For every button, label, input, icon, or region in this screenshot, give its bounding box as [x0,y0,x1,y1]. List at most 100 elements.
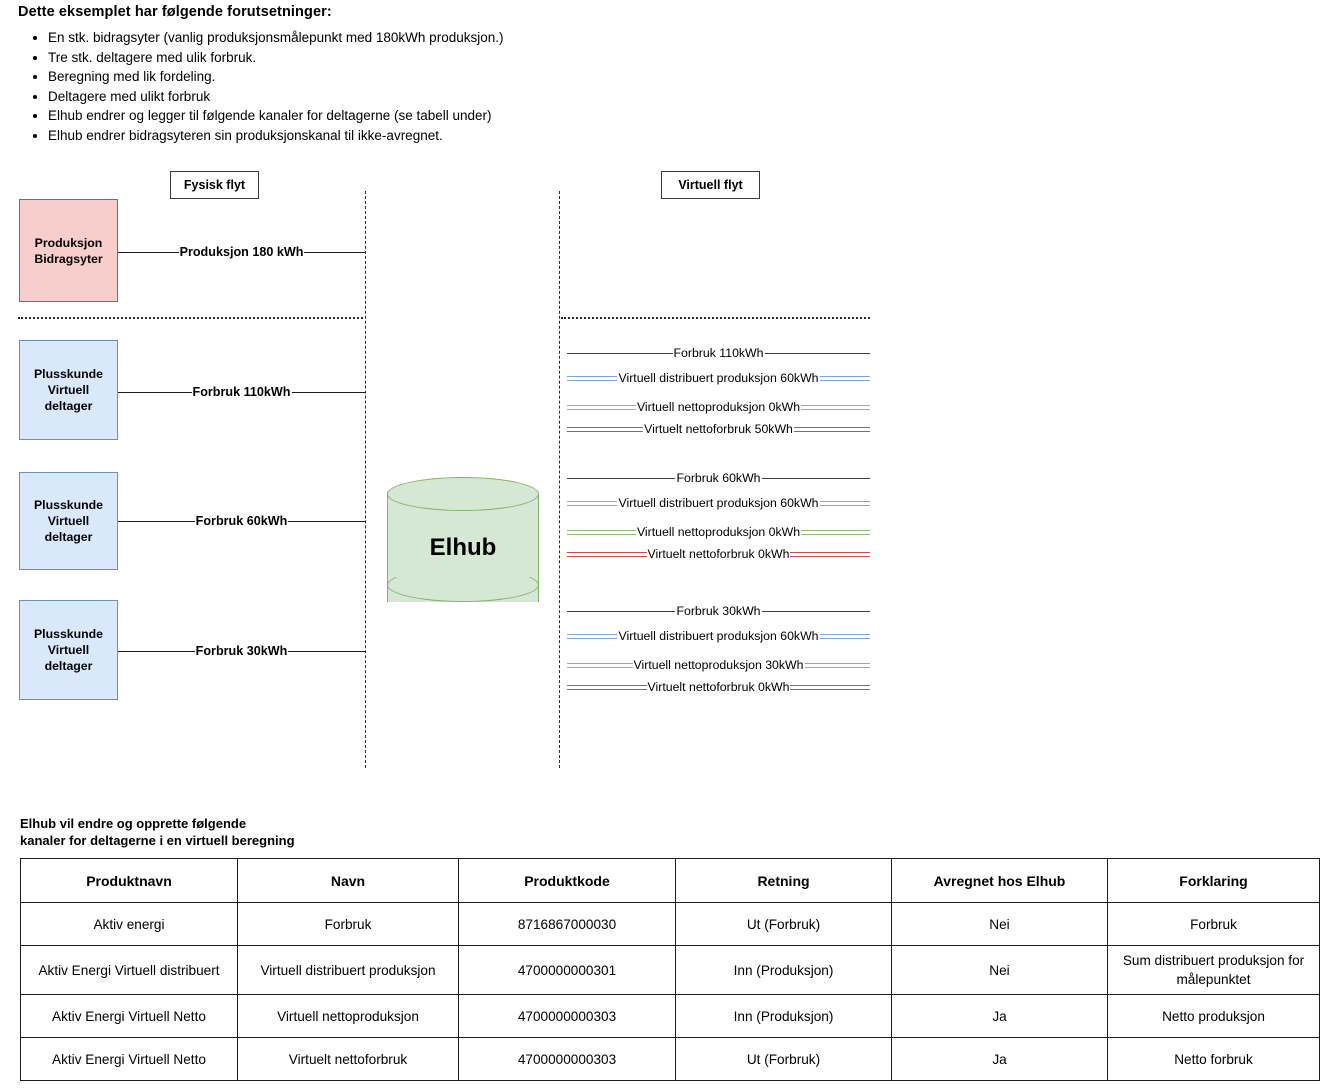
flow-label: Virtuell distribuert produksjon 60kWh [617,495,820,510]
table-header-cell: Avregnet hos Elhub [891,858,1108,903]
table-cell: Virtuell nettoproduksjon [237,994,459,1038]
assumption-item: En stk. bidragsyter (vanlig produksjonsm… [48,28,918,48]
assumption-item: Beregning med lik fordeling. [48,67,918,87]
table-cell: Inn (Produksjon) [675,994,892,1038]
virtual-flow-line: Virtuell nettoproduksjon 0kWh [567,399,871,415]
table-cell: Netto forbruk [1107,1037,1320,1081]
flow-label: Virtuell distribuert produksjon 60kWh [617,628,820,643]
physical-flow-tag: Fysisk flyt [170,171,259,199]
table-cell: 4700000000303 [458,994,676,1038]
producer-consumer-separator-left [18,317,363,319]
flow-label: Virtuell nettoproduksjon 0kWh [635,399,802,414]
virtual-flow-tag: Virtuell flyt [661,171,760,199]
flow-label: Forbruk 30kWh [194,643,289,658]
assumption-item: Elhub endrer bidragsyteren sin produksjo… [48,126,918,146]
flow-line-segment [567,551,647,557]
flow-line-segment [567,426,644,432]
flow-label: Virtuelt nettoforbruk 50kWh [643,421,794,436]
virtual-flow-line: Forbruk 30kWh [567,603,870,619]
flow-line-segment [118,650,195,652]
physical-flow-produksjon: Produksjon 180 kWh [118,243,365,261]
flow-line-segment [291,391,366,393]
flow-line-segment [288,650,366,652]
cylinder-bottom-ellipse [387,568,539,602]
assumption-item: Deltagere med ulikt forbruk [48,87,918,107]
table-cell: Ut (Forbruk) [675,902,892,946]
flow-line-segment [567,610,676,612]
flow-line-segment [567,375,618,381]
flow-label: Forbruk 110kWh [191,384,292,399]
table-cell: Aktiv Energi Virtuell distribuert [20,945,238,995]
flow-label: Forbruk 60kWh [675,470,762,485]
flow-line-segment [761,610,870,612]
flow-label: Virtuell nettoproduksjon 0kWh [635,524,802,539]
table-cell: Inn (Produksjon) [675,945,892,995]
flow-label: Forbruk 60kWh [194,513,289,528]
virtual-flow-line: Virtuell nettoproduksjon 0kWh [567,524,871,540]
table-cell: 8716867000030 [458,902,676,946]
assumptions-section: Dette eksemplet har følgende forutsetnin… [18,4,918,146]
table-cell: Ja [891,1037,1108,1081]
virtual-flow-line: Virtuelt nettoforbruk 50kWh [567,421,870,437]
virtual-flow-line: Forbruk 60kWh [567,470,870,486]
flow-label: Produksjon 180 kWh [178,244,305,259]
physical-flow-forbruk-2: Forbruk 60kWh [118,512,366,530]
table-cell: Forbruk [1107,902,1320,946]
physical-flow-forbruk-1: Forbruk 110kWh [118,383,366,401]
table-cell: Sum distribuert produksjon for målepunkt… [1107,945,1320,995]
flow-line-segment [567,404,636,410]
flow-line-segment [567,477,676,479]
flow-line-segment [764,352,871,354]
virtual-flow-line: Virtuelt nettoforbruk 0kWh [567,546,870,562]
table-cell: Aktiv energi [20,902,238,946]
table-header-cell: Produktnavn [20,858,238,903]
flow-label: Virtuelt nettoforbruk 0kWh [646,679,791,694]
flow-line-segment [819,500,871,506]
table-cell: Ut (Forbruk) [675,1037,892,1081]
table-cell: Ja [891,994,1108,1038]
table-cell: Nei [891,902,1108,946]
flow-line-segment [801,529,871,535]
virtual-flow-line: Virtuelt nettoforbruk 0kWh [567,679,870,695]
flow-line-segment [793,426,870,432]
table-header-cell: Forklaring [1107,858,1320,903]
flow-label: Virtuell distribuert produksjon 60kWh [617,370,820,385]
flow-line-segment [118,251,179,253]
assumption-item: Elhub endrer og legger til følgende kana… [48,106,918,126]
table-cell: Netto produksjon [1107,994,1320,1038]
assumptions-list: En stk. bidragsyter (vanlig produksjonsm… [18,28,918,146]
table-cell: Nei [891,945,1108,995]
table-cell: Aktiv Energi Virtuell Netto [20,994,238,1038]
flow-line-segment [118,391,192,393]
producer-consumer-separator-right [561,317,870,319]
virtual-flow-line: Virtuell distribuert produksjon 60kWh [567,370,871,386]
table-cell: Forbruk [237,902,459,946]
flow-line-segment [790,684,870,690]
flow-line-segment [118,520,195,522]
flow-line-segment [819,375,871,381]
flow-label: Forbruk 110kWh [672,345,765,360]
table-cell: Virtuelt nettoforbruk [237,1037,459,1081]
virtual-flow-line: Forbruk 110kWh [567,345,871,361]
flow-line-segment [567,662,633,668]
flow-label: Virtuell nettoproduksjon 30kWh [632,657,805,672]
table-cell: Aktiv Energi Virtuell Netto [20,1037,238,1081]
flow-line-segment [288,520,366,522]
physical-flow-forbruk-3: Forbruk 30kWh [118,642,366,660]
flow-line-segment [567,529,636,535]
flow-line-segment [801,404,871,410]
